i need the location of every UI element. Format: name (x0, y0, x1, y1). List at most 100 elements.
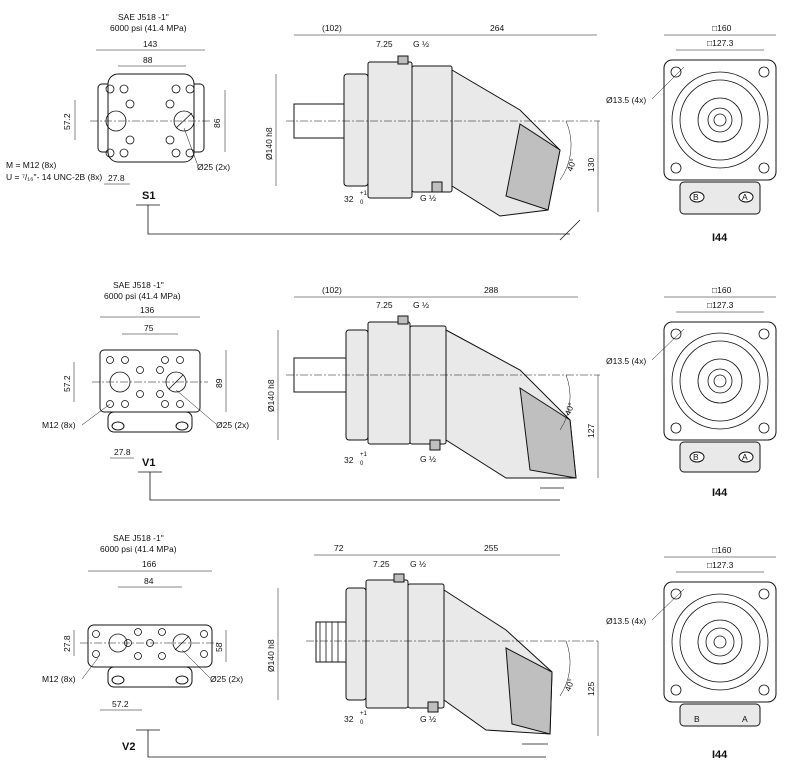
front-label: I44 (712, 749, 728, 761)
dim-port-offset: 27.8 (114, 447, 131, 457)
port-bottom-thread: G ½ (420, 454, 436, 464)
dim-tol-plus: +1 (360, 452, 368, 458)
port-thread-m: M = M12 (8x) (6, 160, 56, 170)
port-a-label: A (742, 192, 748, 202)
front-view: □160 □127.3 B A Ø13.5 (4x) I44 (606, 545, 777, 761)
variant-label: V2 (122, 741, 135, 753)
dim-port-height-right: 86 (212, 118, 222, 128)
mounting-flange (343, 73, 369, 187)
dim-bolt-hole: Ø13.5 (4x) (606, 356, 646, 366)
port-top-thread: G ½ (410, 559, 426, 569)
drive-shaft (315, 621, 347, 663)
port-title: SAE J518 -1" (113, 533, 164, 543)
dim-overall-length: 255 (484, 543, 498, 553)
variant-label: V1 (142, 457, 155, 469)
dim-tol-plus: +1 (360, 711, 368, 717)
dim-port-width-inner: 75 (144, 323, 154, 333)
dim-port-height-left: 57.2 (62, 375, 72, 392)
dim-flange: 7.25 (376, 300, 393, 310)
port-pressure: 6000 psi (41.4 MPa) (110, 23, 187, 33)
front-view: □160 □127.3 B A Ø13.5 (4x) I44 (606, 23, 777, 244)
port-bottom-thread: G ½ (420, 193, 436, 203)
port-thread-m: M12 (8x) (42, 420, 76, 430)
dim-shaft-offset: 32 (344, 194, 354, 204)
port-pressure: 6000 psi (41.4 MPa) (100, 544, 177, 554)
dim-square-inner: □127.3 (707, 560, 734, 570)
row-v2: SAE J518 -1" 6000 psi (41.4 MPa) 166 84 … (42, 533, 777, 761)
port-view: SAE J518 -1" 6000 psi (41.4 MPa) 166 84 … (42, 533, 243, 711)
dim-port-width-outer: 143 (143, 39, 157, 49)
port-hole-diameter: Ø25 (2x) (210, 674, 243, 684)
dim-port-height-right: 58 (214, 642, 224, 652)
dim-tilt-angle: 40° (564, 157, 578, 173)
dim-bolt-hole: Ø13.5 (4x) (606, 616, 646, 626)
dim-tol-zero: 0 (360, 461, 364, 467)
dim-bolt-hole: Ø13.5 (4x) (606, 95, 646, 105)
dim-tol-zero: 0 (360, 200, 364, 206)
side-view: (102) 264 7.25 G ½ Ø140 h8 130 40° 32 +1… (264, 23, 600, 217)
port-bottom-thread: G ½ (420, 714, 436, 724)
front-flange (663, 581, 777, 703)
variant-label: S1 (142, 190, 155, 202)
dim-square-outer: □160 (712, 285, 732, 295)
port-b-label: B (693, 452, 699, 462)
port-view: SAE J518 -1" 6000 psi (41.4 MPa) 143 88 … (6, 12, 230, 185)
dim-pilot-diameter: Ø140 h8 (264, 127, 274, 160)
dim-tol-plus: +1 (360, 191, 368, 197)
dim-height: 125 (586, 682, 596, 696)
dim-square-inner: □127.3 (707, 300, 734, 310)
port-top-thread: G ½ (413, 39, 429, 49)
dim-shaft-length: (102) (322, 285, 342, 295)
dim-tilt-angle: 40° (562, 401, 576, 417)
port-b-label: B (694, 714, 700, 724)
front-label: I44 (712, 487, 728, 499)
port-hole-diameter: Ø25 (2x) (216, 420, 249, 430)
dim-port-height-left: 57.2 (62, 113, 72, 130)
dim-flange: 7.25 (373, 559, 390, 569)
row-s1: SAE J518 -1" 6000 psi (41.4 MPa) 143 88 … (6, 12, 777, 244)
port-thread-u: U = ⁷/₁₆"- 14 UNC-2B (8x) (6, 172, 102, 182)
dim-shaft-length: 72 (334, 543, 344, 553)
dim-square-outer: □160 (712, 23, 732, 33)
row-v1: SAE J518 -1" 6000 psi (41.4 MPa) 136 75 … (42, 280, 777, 501)
dim-tilt-angle: 40° (562, 677, 576, 693)
dim-port-width-inner: 88 (143, 55, 153, 65)
dim-port-offset: 57.2 (112, 699, 129, 709)
dim-pilot-diameter: Ø140 h8 (266, 379, 276, 412)
port-thread-m: M12 (8x) (42, 674, 76, 684)
port-title: SAE J518 -1" (118, 12, 169, 22)
port-title: SAE J518 -1" (113, 280, 164, 290)
port-hole-right (172, 633, 192, 653)
port-top-thread: G ½ (413, 300, 429, 310)
front-view: □160 □127.3 B A Ø13.5 (4x) I44 (606, 285, 777, 499)
dim-height: 130 (586, 158, 596, 172)
front-flange (663, 321, 777, 441)
side-view: (102) 288 7.25 G ½ Ø140 h8 127 40° 32 +1… (266, 285, 600, 479)
port-pressure: 6000 psi (41.4 MPa) (104, 291, 181, 301)
dim-square-inner: □127.3 (707, 38, 734, 48)
dim-square-outer: □160 (712, 545, 732, 555)
port-plate (87, 624, 213, 668)
mounting-flange (345, 587, 367, 701)
front-label: I44 (712, 232, 728, 244)
side-view: 72 255 7.25 G ½ Ø140 h8 125 40° 32 +1 0 … (266, 543, 600, 736)
dim-overall-length: 288 (484, 285, 498, 295)
port-flange-body (107, 73, 195, 163)
dim-port-height-right: 89 (214, 378, 224, 388)
dim-shaft-offset: 32 (344, 455, 354, 465)
dim-tol-zero: 0 (360, 720, 364, 726)
dim-port-width-outer: 166 (142, 559, 156, 569)
port-view: SAE J518 -1" 6000 psi (41.4 MPa) 136 75 … (42, 280, 249, 459)
port-plate (99, 349, 201, 413)
port-a-label: A (742, 452, 748, 462)
port-b-label: B (693, 192, 699, 202)
dim-shaft-length: (102) (322, 23, 342, 33)
dim-height: 127 (586, 424, 596, 438)
dim-port-height-left: 27.8 (62, 635, 72, 652)
mounting-flange (345, 329, 369, 441)
dim-overall-length: 264 (490, 23, 504, 33)
port-hole-diameter: Ø25 (2x) (197, 162, 230, 172)
front-flange (663, 59, 777, 181)
dim-pilot-diameter: Ø140 h8 (266, 639, 276, 672)
dim-flange: 7.25 (376, 39, 393, 49)
